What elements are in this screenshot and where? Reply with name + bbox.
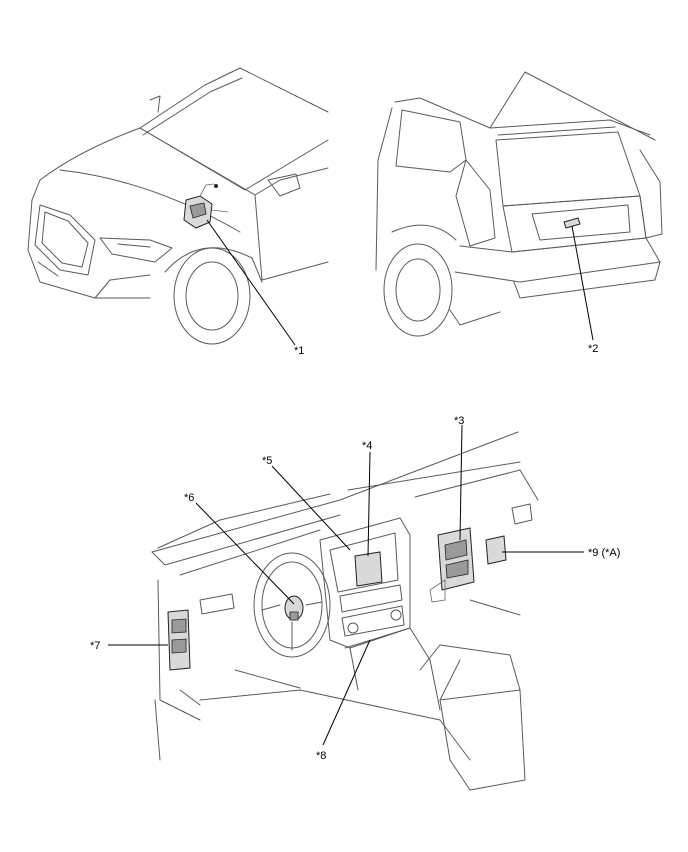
callout-5: *5: [262, 455, 272, 467]
vehicle-rear-view: [375, 71, 663, 337]
callout-7: *7: [90, 640, 100, 652]
callout-6: *6: [184, 492, 194, 504]
spiral-cable-part: [284, 595, 304, 621]
leader-lines: [108, 219, 594, 746]
module-9-part: [485, 535, 507, 565]
callout-4: *4: [362, 440, 372, 452]
vehicle-front-view: [27, 67, 329, 345]
callout-3: *3: [454, 415, 464, 427]
navigation-receiver-part: [354, 551, 383, 587]
callout-2: *2: [588, 343, 598, 355]
callout-9: *9 (*A): [588, 547, 620, 559]
back-door-opener-switch-part: [563, 217, 581, 229]
driver-side-junction-block-part: [167, 609, 191, 671]
combination-switch-part: [183, 183, 229, 229]
main-body-ecu-part: [429, 527, 475, 603]
instrument-panel-view: [151, 431, 539, 791]
callout-1: *1: [294, 345, 304, 357]
callout-8: *8: [316, 750, 326, 762]
